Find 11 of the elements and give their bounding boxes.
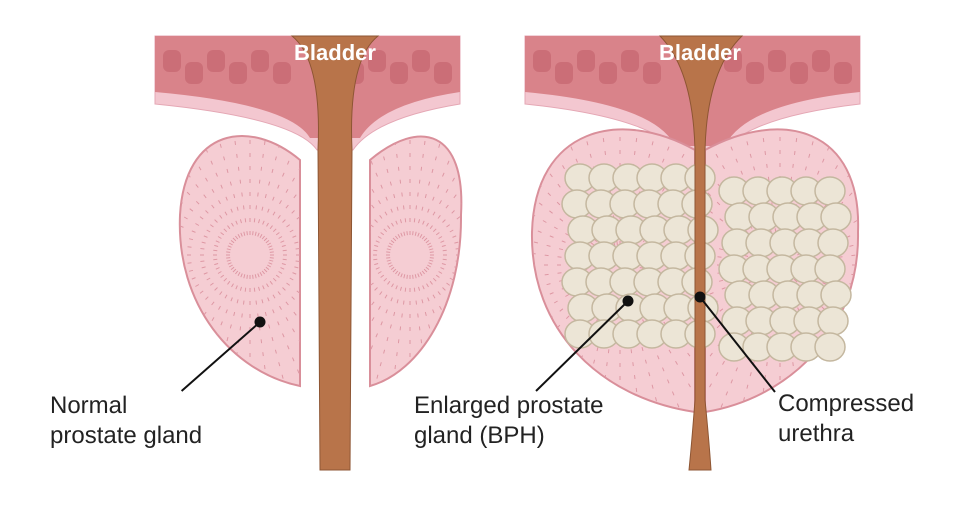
enlarged-nodule-drawing [561, 163, 719, 349]
leader-line [180, 316, 266, 392]
prostate-lobe-drawing [179, 135, 301, 387]
organ-label: Bladder [659, 40, 741, 66]
callout-text: Normal prostate gland [50, 391, 204, 451]
urethra-drawing [660, 36, 742, 470]
organ-label: Bladder [294, 40, 376, 66]
callout-text: Compressed urethra [778, 389, 916, 449]
leader-line [694, 292, 776, 393]
callout-text: Enlarged prostate gland (BPH) [414, 391, 604, 451]
leader-line [535, 296, 634, 392]
